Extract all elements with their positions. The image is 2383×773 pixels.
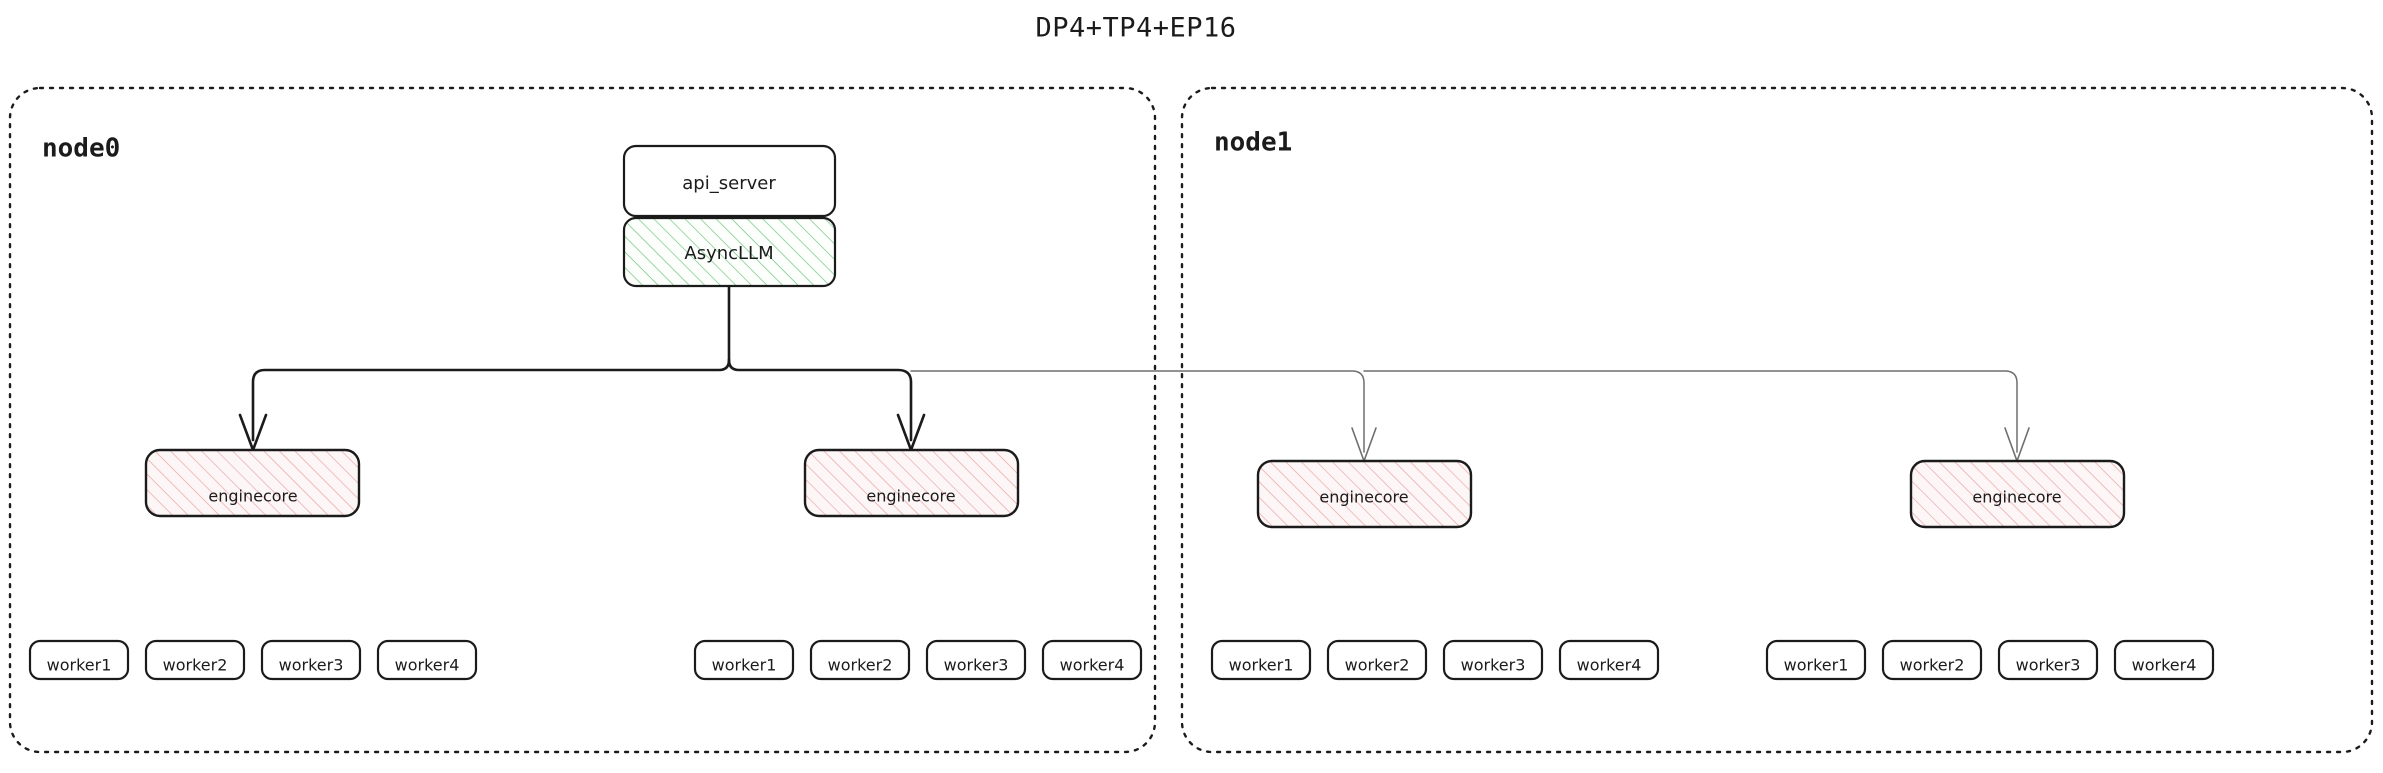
connector-node0-right (727, 358, 913, 442)
asyncllm-box[interactable] (622, 216, 837, 288)
node0-enginecore-right-box[interactable] (803, 448, 1020, 518)
node0-enginecore-left-label: enginecore (208, 487, 297, 506)
node0-enginecore-left-box[interactable] (144, 448, 361, 518)
node0-group1-worker2-label: worker2 (828, 656, 893, 675)
node1-group0-worker1-label: worker1 (1229, 656, 1294, 675)
node0-group0-worker4-label: worker4 (395, 656, 460, 675)
node1-group1-worker1-box[interactable] (1765, 639, 1867, 681)
node1-group0-worker4-label: worker4 (1577, 656, 1642, 675)
node1-group0-worker1-box[interactable] (1210, 639, 1312, 681)
connector-node1-left (910, 370, 1365, 453)
node1-group0-worker2-label: worker2 (1345, 656, 1410, 675)
node0-group1-worker4-label: worker4 (1060, 656, 1125, 675)
node1-group1-worker4-label: worker4 (2132, 656, 2197, 675)
node1-label: node1 (1214, 128, 1292, 158)
node1-group1-worker2-label: worker2 (1900, 656, 1965, 675)
node1-group1-worker1-label: worker1 (1784, 656, 1849, 675)
node1-container (1180, 86, 2374, 754)
node0-label: node0 (42, 134, 120, 164)
diagram-title: DP4+TP4+EP16 (1035, 13, 1236, 44)
node0-group1-worker1-box[interactable] (693, 639, 795, 681)
node0-group0-worker4-box[interactable] (376, 639, 478, 681)
node0-enginecore-right-label: enginecore (866, 487, 955, 506)
node0-group1-worker2-box[interactable] (809, 639, 911, 681)
node1-group1-worker2-box[interactable] (1881, 639, 1983, 681)
node1-group1-worker4-box[interactable] (2113, 639, 2215, 681)
node1-enginecore-right-box[interactable] (1909, 459, 2126, 529)
node0-group0-worker3-label: worker3 (279, 656, 344, 675)
node1-group0-worker4-box[interactable] (1558, 639, 1660, 681)
api-server-label: api_server (682, 173, 776, 194)
node0-group1-worker3-label: worker3 (944, 656, 1009, 675)
node0-group1-worker3-box[interactable] (925, 639, 1027, 681)
node1-enginecore-right-label: enginecore (1972, 488, 2061, 507)
node1-group0-worker3-box[interactable] (1442, 639, 1544, 681)
node0-group0-worker2-label: worker2 (163, 656, 228, 675)
node1-enginecore-left-box[interactable] (1256, 459, 1473, 529)
workers-layer: worker1 worker2 worker3 worker4 worker1 worke… (28, 639, 2215, 681)
node0-group0-worker1-box[interactable] (28, 639, 130, 681)
node1-group0-worker2-box[interactable] (1326, 639, 1428, 681)
node0-group0-worker2-box[interactable] (144, 639, 246, 681)
node0-group1-worker1-label: worker1 (712, 656, 777, 675)
api-server-box[interactable] (622, 144, 837, 218)
node0-group1-worker4-box[interactable] (1041, 639, 1143, 681)
node1-group1-worker3-label: worker3 (2016, 656, 2081, 675)
node1-enginecore-left-label: enginecore (1319, 488, 1408, 507)
node1-group1-worker3-box[interactable] (1997, 639, 2099, 681)
node0-group0-worker3-box[interactable] (260, 639, 362, 681)
asyncllm-label: AsyncLLM (684, 243, 773, 264)
node0-group0-worker1-label: worker1 (47, 656, 112, 675)
connector-node0-left (251, 358, 731, 442)
node0-container (8, 86, 1157, 754)
connector-node1-right (1363, 370, 2018, 453)
node1-group0-worker3-label: worker3 (1461, 656, 1526, 675)
